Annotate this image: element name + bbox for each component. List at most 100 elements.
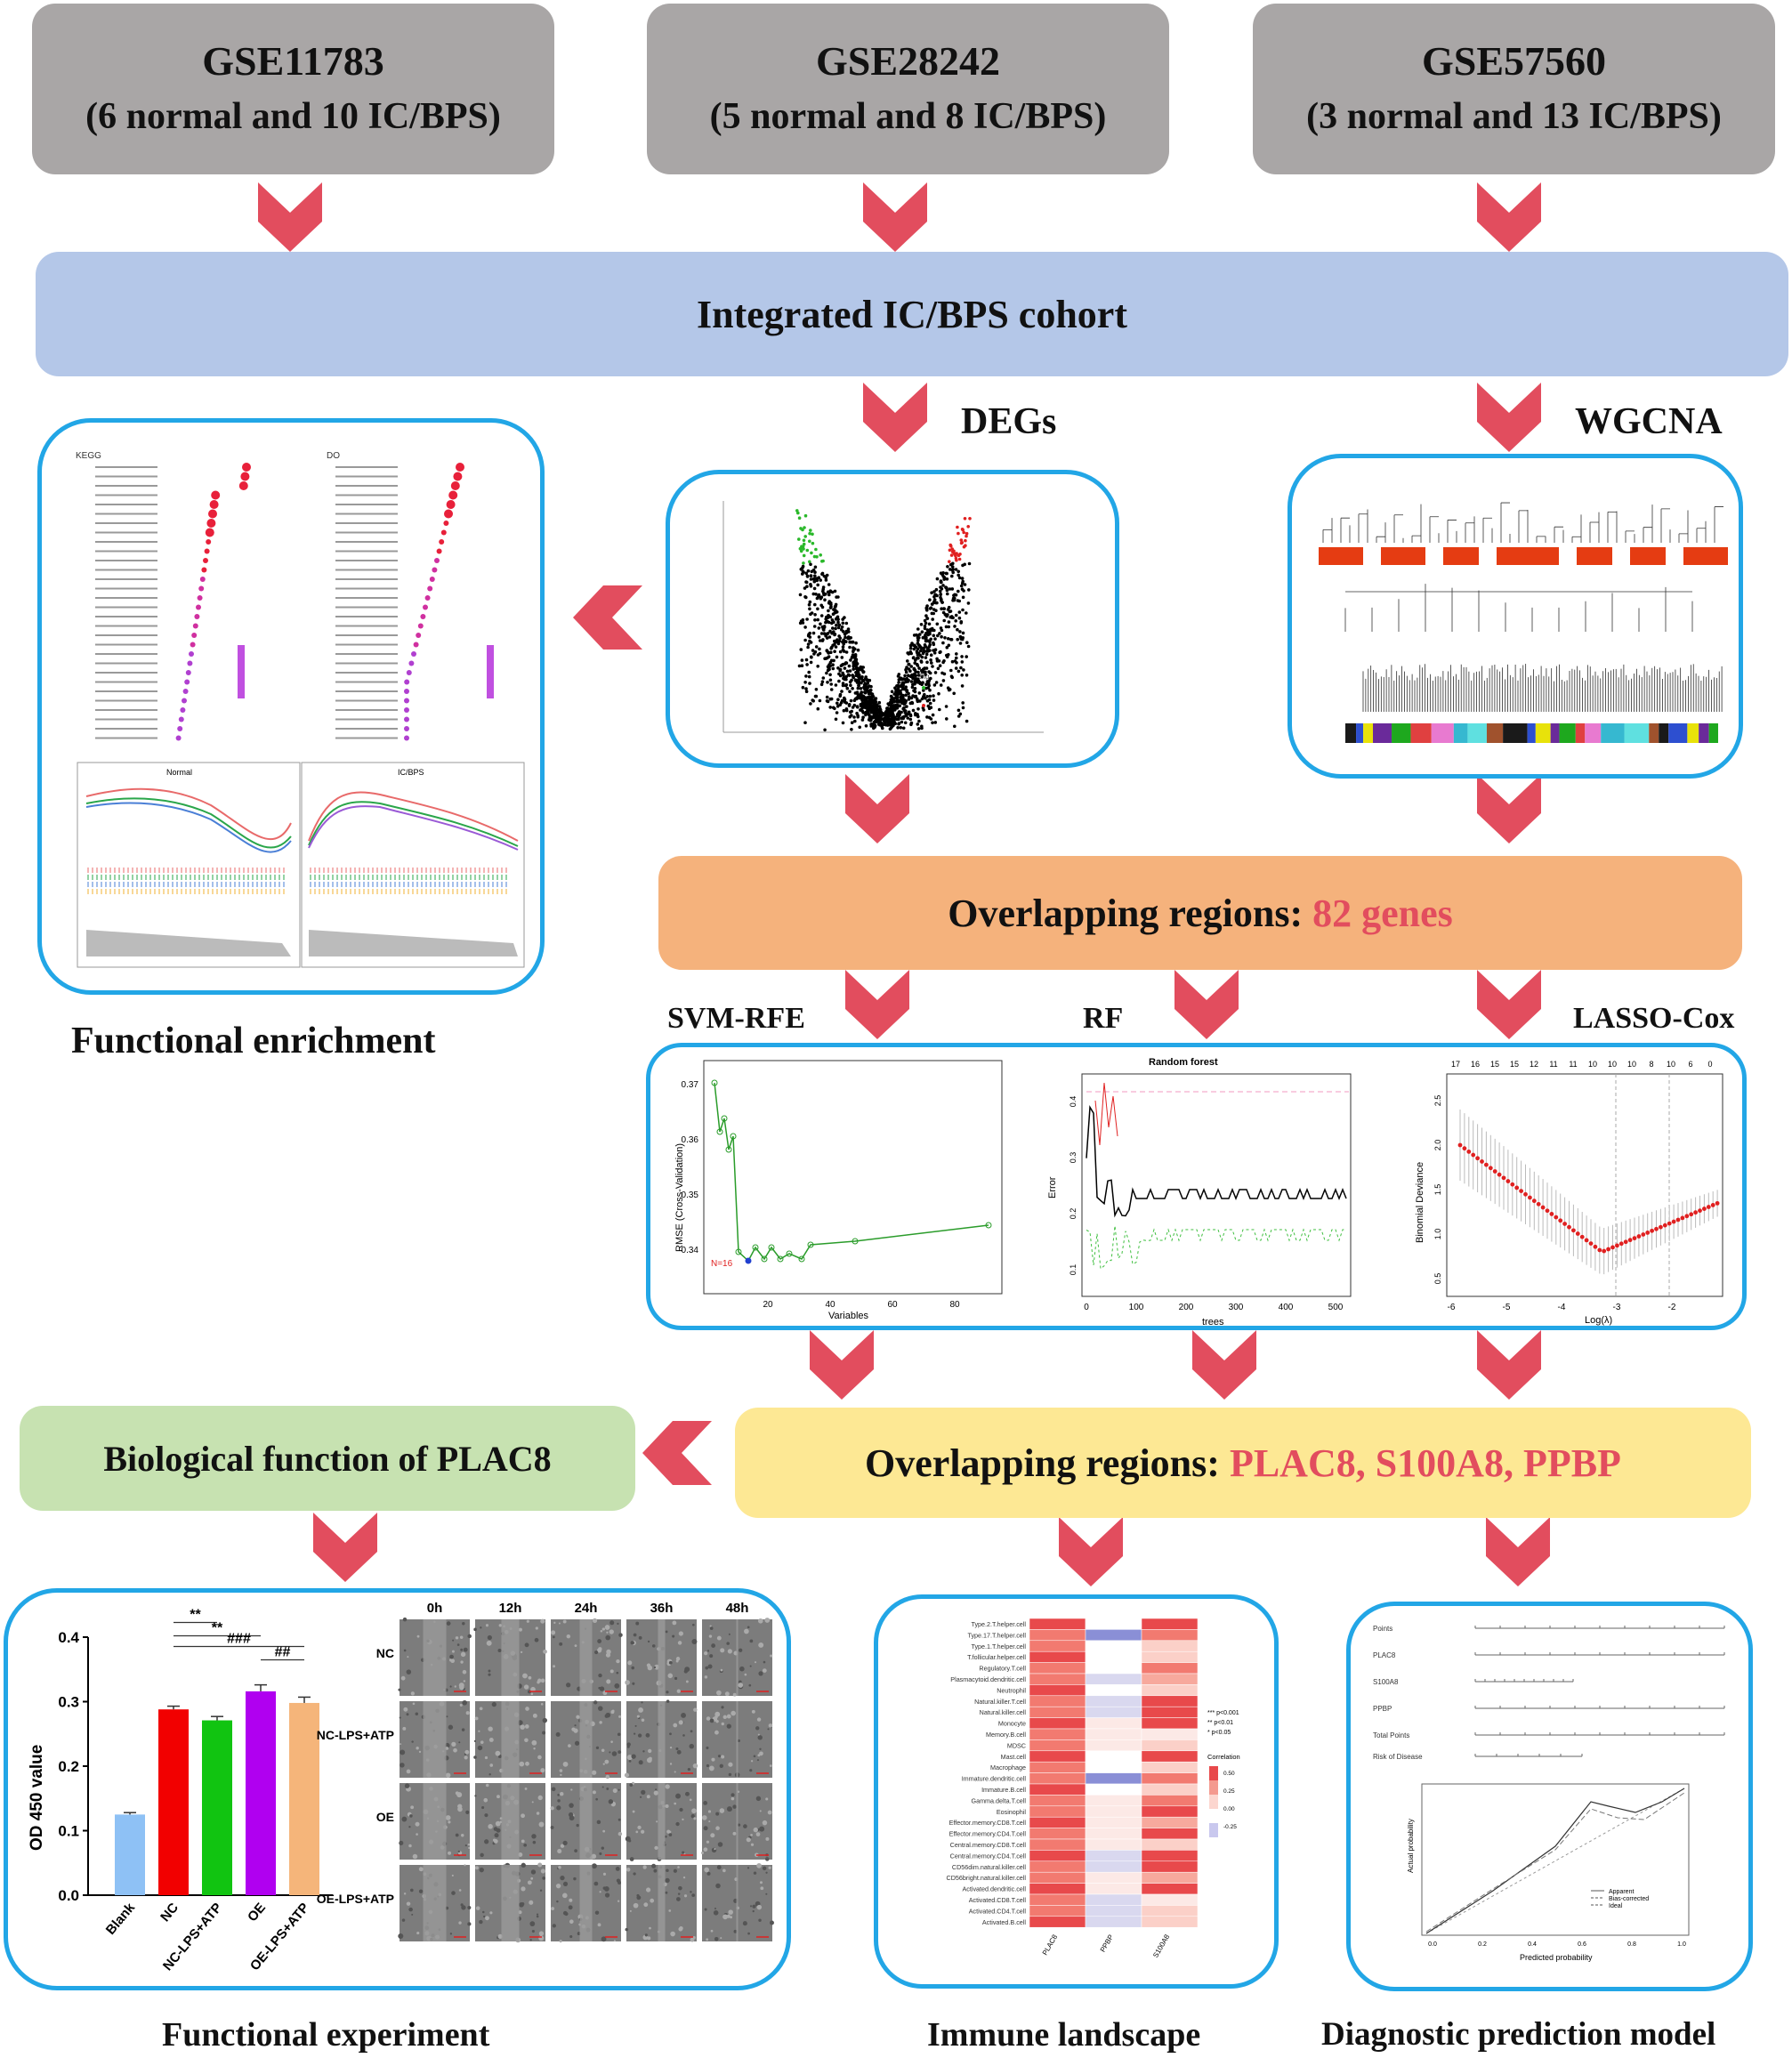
nomogram-row-label: Total Points: [1373, 1731, 1409, 1739]
heat-cell: [1141, 1871, 1199, 1884]
cell-label: Natural.killer.T.cell: [974, 1698, 1026, 1706]
heat-cell: [1029, 1684, 1086, 1697]
do-dot: [404, 716, 409, 722]
cell-label: Activated.dendritic.cell: [962, 1885, 1026, 1893]
functional-experiment-label: Functional experiment: [162, 2016, 490, 2054]
lasso-point: [1675, 1217, 1681, 1223]
arrow-left-icon: [573, 585, 642, 650]
lasso-point: [1480, 1159, 1484, 1164]
calib-ylabel: Actual probability: [1407, 1819, 1415, 1873]
group-label: NC: [376, 1646, 394, 1660]
svm-point: [711, 1079, 718, 1086]
svm-point: [716, 1128, 723, 1135]
rf-xtick: 200: [1179, 1303, 1194, 1312]
heat-cell: [1141, 1783, 1199, 1796]
y-tick-label: 0.2: [58, 1758, 79, 1775]
lasso-point: [1667, 1221, 1672, 1226]
arrow-down-icon: [1477, 970, 1541, 1039]
rf-ylabel: Error: [1047, 1176, 1058, 1198]
bar: [115, 1814, 145, 1895]
do-dot: [406, 670, 412, 675]
svm-xlabel: Variables: [828, 1311, 869, 1321]
lasso-point: [1562, 1222, 1567, 1226]
kegg-dot: [209, 500, 219, 509]
svm-ylabel: RMSE (Cross-Validation): [674, 1143, 685, 1252]
lasso-ylabel: Binomial Deviance: [1415, 1162, 1425, 1243]
heat-cell: [1029, 1650, 1086, 1663]
do-dot: [404, 679, 410, 685]
lasso-point: [1536, 1201, 1541, 1207]
heat-cell: [1141, 1828, 1199, 1840]
nomogram-row-label: PPBP: [1373, 1705, 1392, 1713]
kegg-dot: [203, 558, 208, 563]
corr-tick: 0.00: [1223, 1806, 1235, 1812]
significance-mark: **: [190, 1608, 201, 1623]
kegg-dot: [185, 670, 191, 675]
heat-cell: [1085, 1783, 1142, 1796]
cell-label: Effector.memory.CD8.T.cell: [949, 1819, 1027, 1827]
heat-cell: [1085, 1629, 1142, 1642]
lasso-xtick: -5: [1503, 1303, 1511, 1312]
heat-cell: [1141, 1662, 1199, 1675]
heat-cell: [1085, 1883, 1142, 1895]
cohort-label: Integrated IC/BPS cohort: [697, 292, 1127, 336]
lasso-point: [1606, 1247, 1610, 1252]
heat-cell: [1085, 1761, 1142, 1773]
arrow-down-icon: [863, 182, 927, 252]
heat-cell: [1141, 1739, 1199, 1752]
heat-cell: [1085, 1838, 1142, 1851]
svm-xtick: 80: [949, 1300, 960, 1310]
kegg-dot: [208, 509, 217, 519]
heat-cell: [1029, 1871, 1086, 1884]
do-dot: [404, 689, 409, 694]
corr-title: Correlation: [1207, 1753, 1240, 1761]
heat-cell: [1085, 1905, 1142, 1917]
do-title: DO: [327, 451, 340, 461]
do-dot: [432, 567, 438, 573]
cell-label: Type.17.T.helper.cell: [967, 1631, 1026, 1639]
svm-point: [761, 1255, 768, 1263]
svm-best: N=16: [711, 1259, 733, 1269]
do-dot: [424, 595, 431, 601]
lasso-top-tick: 11: [1549, 1060, 1557, 1069]
group-label: OE: [376, 1810, 394, 1824]
cell-label: Mast.cell: [1001, 1753, 1027, 1761]
do-dot: [446, 500, 456, 509]
do-dot: [453, 472, 463, 481]
arrow-down-icon: [313, 1513, 377, 1582]
group-label: OE-LPS+ATP: [317, 1892, 394, 1906]
lasso-point: [1575, 1231, 1580, 1236]
kegg-dot: [184, 679, 190, 685]
lasso-point: [1523, 1191, 1528, 1197]
functional-enrichment-label: Functional enrichment: [71, 1021, 436, 1061]
immune-landscape-label: Immune landscape: [927, 2016, 1201, 2054]
lasso-top-tick: 11: [1569, 1060, 1577, 1069]
kegg-dot: [177, 726, 183, 731]
wgcna-figure: [1319, 502, 1728, 743]
heat-cell: [1029, 1662, 1086, 1675]
lasso-top-tick: 8: [1649, 1060, 1653, 1069]
heat-cell: [1085, 1850, 1142, 1862]
heat-cell: [1029, 1706, 1086, 1718]
cohort-bar: Integrated IC/BPS cohort: [36, 252, 1788, 376]
heat-cell: [1029, 1761, 1086, 1773]
heat-cell: [1029, 1629, 1086, 1642]
calib-legend-item: Bias-corrected: [1609, 1896, 1649, 1902]
heat-cell: [1085, 1805, 1142, 1818]
lasso-point: [1597, 1247, 1602, 1253]
do-dot: [434, 558, 440, 563]
arrow-down-icon: [1486, 1517, 1550, 1586]
heat-cell: [1085, 1618, 1142, 1630]
heat-cell: [1029, 1838, 1086, 1851]
heat-cell: [1085, 1728, 1142, 1740]
do-dot: [420, 614, 426, 619]
heat-cell: [1085, 1795, 1142, 1807]
svm-xtick: 20: [763, 1300, 773, 1310]
cell-label: CD56dim.natural.killer.cell: [952, 1863, 1026, 1871]
calib-legend-item: Ideal: [1609, 1903, 1623, 1909]
sig-legend: * p<0.05: [1207, 1730, 1231, 1736]
lasso-point: [1636, 1234, 1642, 1239]
x-tick-label: Blank: [103, 1900, 139, 1938]
lasso-point: [1715, 1200, 1720, 1206]
